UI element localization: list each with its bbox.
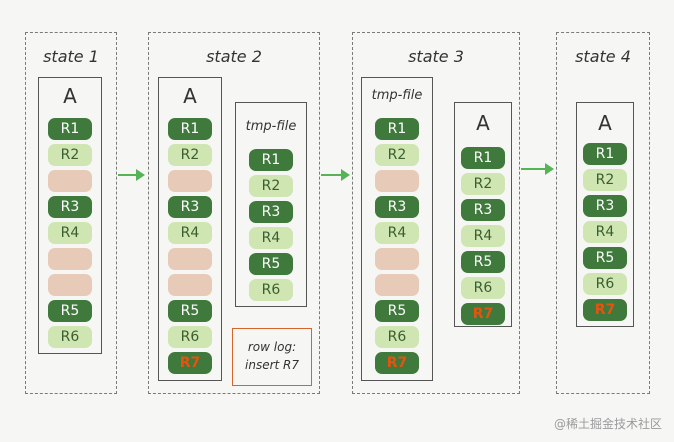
row-r1: R1 xyxy=(375,118,419,140)
state-2-title: state 2 xyxy=(206,47,262,66)
row-r3: R3 xyxy=(583,195,627,217)
row-r5: R5 xyxy=(48,300,92,322)
row-r3: R3 xyxy=(48,196,92,218)
row-r4: R4 xyxy=(48,222,92,244)
row-r5: R5 xyxy=(249,253,293,275)
row-r4: R4 xyxy=(375,222,419,244)
state-3-box: state 3 xyxy=(352,32,520,394)
row-log-box: row log: insert R7 xyxy=(232,328,312,386)
row-r6: R6 xyxy=(168,326,212,348)
row-r1: R1 xyxy=(249,149,293,171)
row-r6: R6 xyxy=(583,273,627,295)
table-name: A xyxy=(63,84,77,108)
row-r5: R5 xyxy=(583,247,627,269)
row-r2: R2 xyxy=(461,173,505,195)
row-empty-slot xyxy=(48,274,92,296)
row-r1: R1 xyxy=(583,143,627,165)
row-empty-slot xyxy=(375,274,419,296)
row-r6: R6 xyxy=(375,326,419,348)
row-r1: R1 xyxy=(48,118,92,140)
arrow-2-to-3 xyxy=(321,169,350,181)
row-empty-slot xyxy=(168,274,212,296)
row-empty-slot xyxy=(48,170,92,192)
table-name: A xyxy=(476,111,490,135)
row-r5: R5 xyxy=(168,300,212,322)
row-r5: R5 xyxy=(375,300,419,322)
state-2-box: state 2 xyxy=(148,32,320,394)
row-r2: R2 xyxy=(375,144,419,166)
row-empty-slot xyxy=(375,248,419,270)
state-3-title: state 3 xyxy=(408,47,464,66)
watermark: @稀土掘金技术社区 xyxy=(553,417,662,431)
state-4-title: state 4 xyxy=(575,47,631,66)
state-1-title: state 1 xyxy=(43,47,99,66)
row-r3: R3 xyxy=(461,199,505,221)
row-r4: R4 xyxy=(461,225,505,247)
table-name: tmp-file xyxy=(371,88,423,103)
arrow-3-to-4 xyxy=(521,163,554,175)
state-4-box: state 4 xyxy=(556,32,650,394)
row-log-line-1: row log: xyxy=(247,340,297,354)
row-r5: R5 xyxy=(461,251,505,273)
row-empty-slot xyxy=(168,170,212,192)
state-1-box: state 1 xyxy=(25,32,117,394)
row-r2: R2 xyxy=(583,169,627,191)
row-r6: R6 xyxy=(461,277,505,299)
row-log-line-2: insert R7 xyxy=(245,358,299,372)
row-r7: R7 xyxy=(583,299,627,321)
row-r2: R2 xyxy=(249,175,293,197)
row-r7: R7 xyxy=(375,352,419,374)
row-r7: R7 xyxy=(461,303,505,325)
table-name: tmp-file xyxy=(245,119,297,134)
row-empty-slot xyxy=(168,248,212,270)
row-r4: R4 xyxy=(168,222,212,244)
row-r6: R6 xyxy=(48,326,92,348)
row-empty-slot xyxy=(375,170,419,192)
table-name: A xyxy=(598,111,612,135)
row-r3: R3 xyxy=(168,196,212,218)
row-r6: R6 xyxy=(249,279,293,301)
row-r1: R1 xyxy=(168,118,212,140)
row-r2: R2 xyxy=(48,144,92,166)
row-empty-slot xyxy=(48,248,92,270)
row-r7: R7 xyxy=(168,352,212,374)
table-name: A xyxy=(183,84,197,108)
row-r2: R2 xyxy=(168,144,212,166)
row-r1: R1 xyxy=(461,147,505,169)
row-r3: R3 xyxy=(375,196,419,218)
row-r4: R4 xyxy=(249,227,293,249)
row-r3: R3 xyxy=(249,201,293,223)
arrow-1-to-2 xyxy=(118,169,145,181)
row-r4: R4 xyxy=(583,221,627,243)
